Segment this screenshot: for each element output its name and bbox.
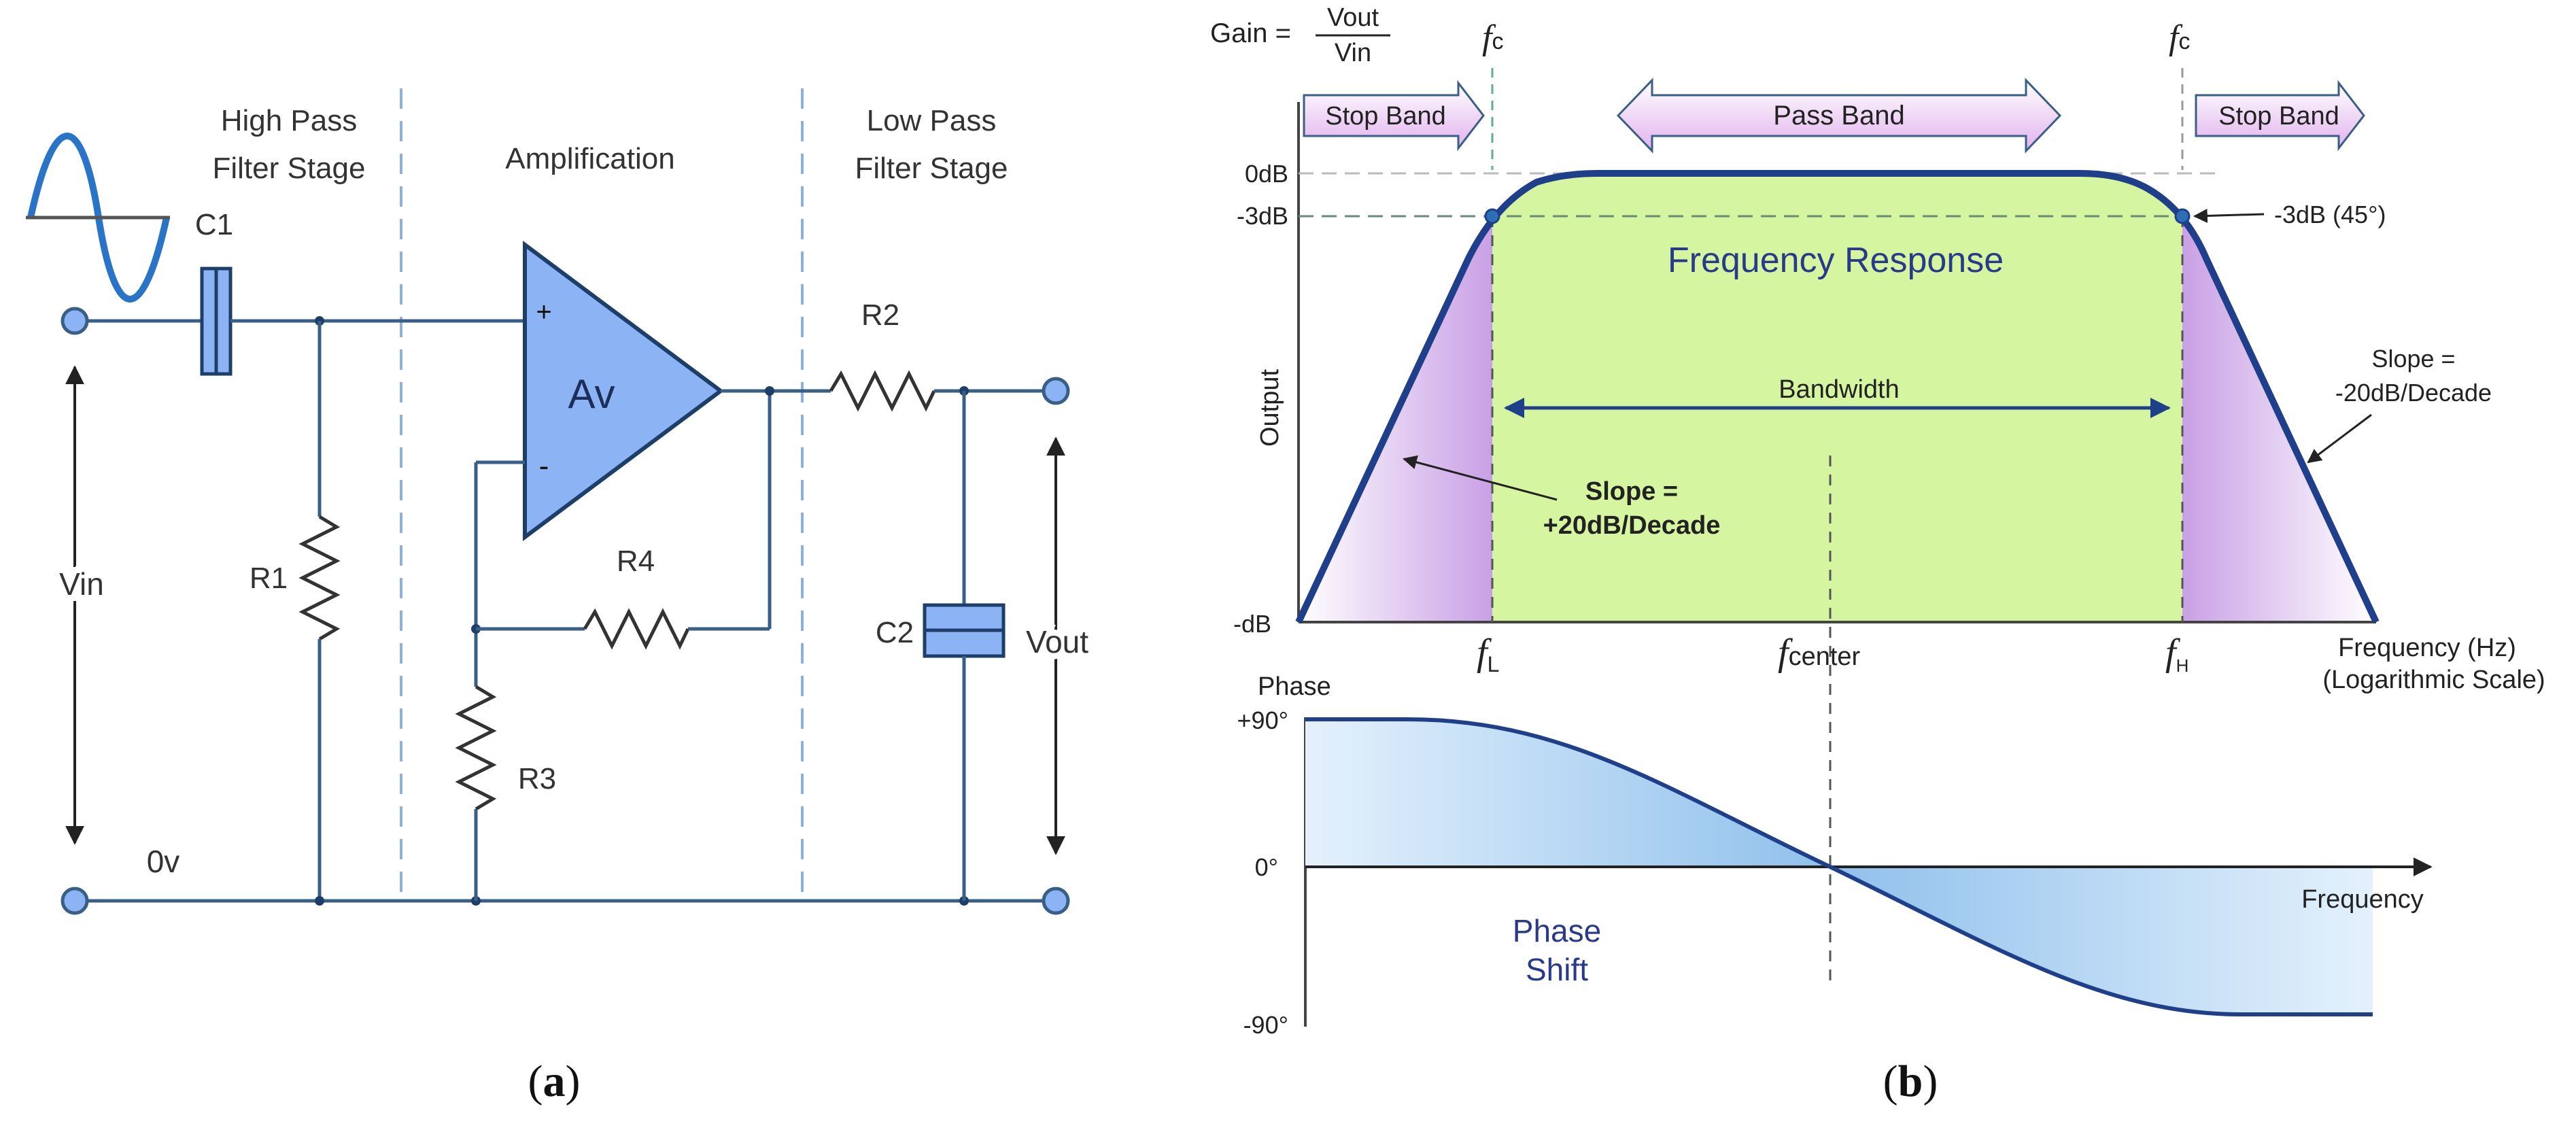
circuit-panel: High Pass Filter Stage Amplification Low… (26, 88, 1095, 1106)
bandwidth-label: Bandwidth (1779, 375, 1899, 404)
minus3db-point-left (1484, 208, 1500, 224)
caption-a: (a) (528, 1057, 581, 1106)
frequency-response-panel: Gain = Vout Vin fc fc Stop Band Pass Ban… (1210, 3, 2545, 1106)
slope-right-line2: -20dB/Decade (2335, 379, 2492, 407)
node-output (765, 386, 774, 396)
stop-band-left-label: Stop Band (1325, 102, 1445, 131)
fc-left-label: fc (1482, 18, 1503, 57)
r3-resistor (455, 685, 497, 811)
r4-label: R4 (617, 545, 655, 578)
minus3db-note-arrow (2193, 208, 2265, 223)
slope-left-line2: +20dB/Decade (1543, 511, 1721, 540)
slope-right-arrow (2307, 413, 2372, 464)
zero-db-label: 0dB (1245, 160, 1288, 188)
frequency-axis-label-line1: Frequency (Hz) (2338, 634, 2516, 662)
frequency-axis-label-line2: (Logarithmic Scale) (2322, 666, 2545, 694)
stop-band-left-arrow (1303, 80, 1485, 152)
caption-b: (b) (1883, 1057, 1938, 1106)
r1-label: R1 (250, 562, 288, 595)
vin-label: Vin (59, 566, 104, 602)
r4-resistor (583, 608, 690, 650)
opamp-triangle (523, 241, 725, 541)
node-ground-r1 (315, 896, 324, 906)
lpf-stage-label-line2: Filter Stage (855, 152, 1008, 185)
vout-label: Vout (1026, 624, 1088, 659)
phase-fill-positive (1305, 719, 1830, 867)
phase-zero-label: 0° (1255, 853, 1278, 881)
phase-axis-title: Phase (1258, 672, 1331, 701)
pass-band-arrow (1616, 78, 2062, 154)
pass-band-label: Pass Band (1773, 101, 1904, 131)
phase-plus90-label: +90° (1237, 706, 1288, 734)
minus3db-label: -3dB (1237, 202, 1288, 230)
c1-label: C1 (195, 208, 233, 241)
vout-terminal (1042, 377, 1070, 405)
fcenter-label: fcenter (1778, 632, 1861, 674)
c2-label: C2 (876, 616, 914, 649)
gain-denominator: Vin (1335, 39, 1371, 67)
stop-band-right-label: Stop Band (2218, 102, 2339, 131)
gain-numerator: Vout (1327, 3, 1379, 32)
slope-right-line1: Slope = (2371, 345, 2455, 373)
stop-band-right-arrow (2195, 80, 2365, 152)
phase-curve (1305, 717, 2373, 1016)
vin-terminal (61, 307, 89, 335)
ground-terminal-left (61, 887, 89, 915)
phase-frequency-label: Frequency (2301, 885, 2424, 914)
lpf-stage-label-line1: Low Pass (867, 104, 997, 137)
output-axis-label: Output (1256, 369, 1284, 447)
minus-db-label: -dB (1233, 610, 1271, 638)
opamp-label: Av (568, 371, 615, 417)
frequency-response-title: Frequency Response (1668, 241, 2004, 280)
fh-label: fH (2165, 632, 2188, 676)
phase-fill-negative (1830, 867, 2373, 1014)
r2-resistor (829, 370, 936, 412)
phase-shift-line2: Shift (1526, 952, 1588, 987)
caption-a-letter: a (543, 1057, 566, 1106)
hpf-stage-label-line1: High Pass (221, 104, 358, 137)
minus3db-point-right (2174, 208, 2191, 224)
slope-left-line1: Slope = (1585, 477, 1678, 506)
ground-terminal-right (1042, 887, 1070, 915)
fl-label: fL (1477, 632, 1499, 676)
opamp-plus: + (536, 297, 551, 327)
r3-label: R3 (518, 762, 556, 795)
phase-shift-line1: Phase (1513, 913, 1601, 948)
r2-label: R2 (861, 298, 899, 332)
minus3db-note: -3dB (45°) (2274, 201, 2386, 228)
gain-label: Gain = (1210, 18, 1291, 48)
r1-resistor (298, 515, 341, 641)
caption-b-letter: b (1898, 1057, 1923, 1106)
slope-left-arrow (1402, 455, 1558, 501)
opamp-minus: - (539, 449, 549, 483)
frequency-response-curve (1295, 170, 2380, 624)
fc-right-label: fc (2169, 18, 2190, 57)
amp-stage-label: Amplification (505, 142, 674, 175)
phase-minus90-label: -90° (1243, 1011, 1288, 1039)
hpf-stage-label-line2: Filter Stage (213, 152, 366, 185)
ground-label: 0v (147, 844, 180, 879)
